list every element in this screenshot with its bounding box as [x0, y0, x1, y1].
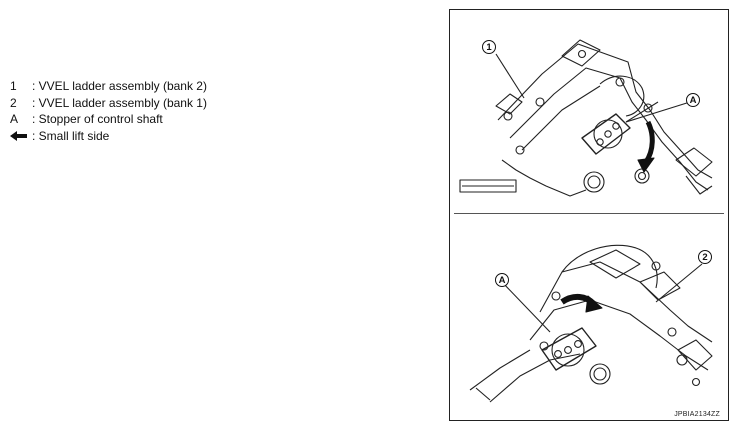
callout-part-1: 1	[482, 40, 496, 54]
legend-text: : VVEL ladder assembly (bank 2)	[32, 79, 207, 93]
top-assembly-drawing	[459, 39, 713, 197]
vvel-illustration	[459, 39, 713, 403]
legend-item-a: A : Stopper of control shaft	[10, 111, 207, 128]
legend-key: 1	[10, 79, 17, 93]
bottom-assembly-drawing	[469, 244, 713, 403]
image-code: JPBIA2134ZZ	[674, 411, 720, 418]
callout-part-2: 2	[698, 250, 712, 264]
legend: 1 : VVEL ladder assembly (bank 2) 2 : VV…	[10, 78, 207, 144]
legend-text: : Small lift side	[32, 128, 110, 143]
legend-item-arrow: : Small lift side	[10, 128, 207, 145]
callout-detail-a-bottom: A	[495, 273, 509, 287]
left-arrow-icon	[10, 130, 27, 141]
callout-detail-a-top: A	[686, 93, 700, 107]
legend-text: : VVEL ladder assembly (bank 1)	[32, 95, 207, 110]
legend-text: : Stopper of control shaft	[32, 112, 163, 126]
panel-divider	[454, 213, 724, 214]
legend-key: A	[10, 112, 19, 126]
legend-key: 2	[10, 95, 17, 110]
legend-item-1: 1 : VVEL ladder assembly (bank 2)	[10, 78, 207, 95]
illustration-frame: 1 A A 2 JPBIA2134ZZ	[449, 9, 729, 421]
legend-key	[10, 130, 32, 141]
legend-item-2: 2 : VVEL ladder assembly (bank 1)	[10, 95, 207, 112]
